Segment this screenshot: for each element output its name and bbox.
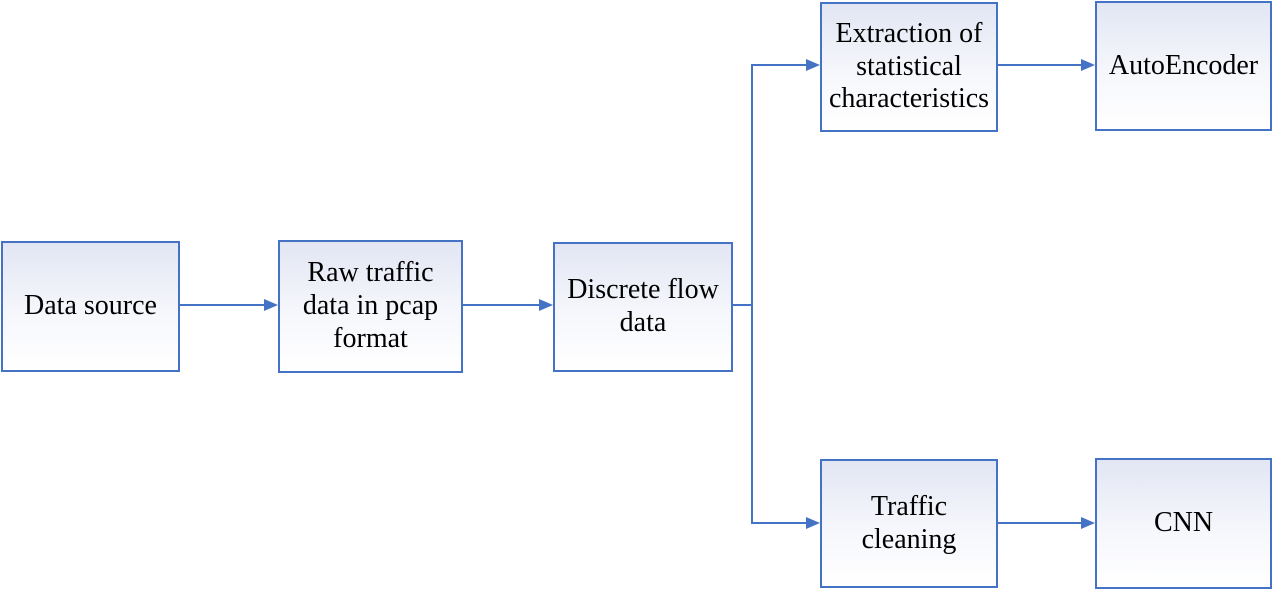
arrowhead-icon [806,517,820,529]
node-label: Discrete flow data [567,274,719,338]
node-data-source: Data source [1,241,180,372]
node-cnn: CNN [1095,458,1272,589]
edge-branch-trunk [751,64,806,524]
node-discrete-flow-data: Discrete flow data [553,242,733,372]
node-label: Data source [24,290,157,322]
node-label: Raw traffic data in pcap format [302,257,439,354]
arrowhead-icon [1081,517,1095,529]
arrowhead-icon [264,299,278,311]
node-label: CNN [1153,507,1214,539]
node-extraction-statistical: Extraction of statistical characteristic… [820,2,998,132]
node-label: Traffic cleaning [861,490,957,555]
arrowhead-icon [1081,59,1095,71]
node-label: Extraction of statistical characteristic… [828,17,990,115]
node-label: AutoEncoder [1108,49,1259,81]
node-autoencoder: AutoEncoder [1095,1,1272,131]
arrowhead-icon [806,59,820,71]
node-raw-traffic-pcap: Raw traffic data in pcap format [278,240,463,373]
node-traffic-cleaning: Traffic cleaning [820,459,998,588]
arrowhead-icon [539,299,553,311]
